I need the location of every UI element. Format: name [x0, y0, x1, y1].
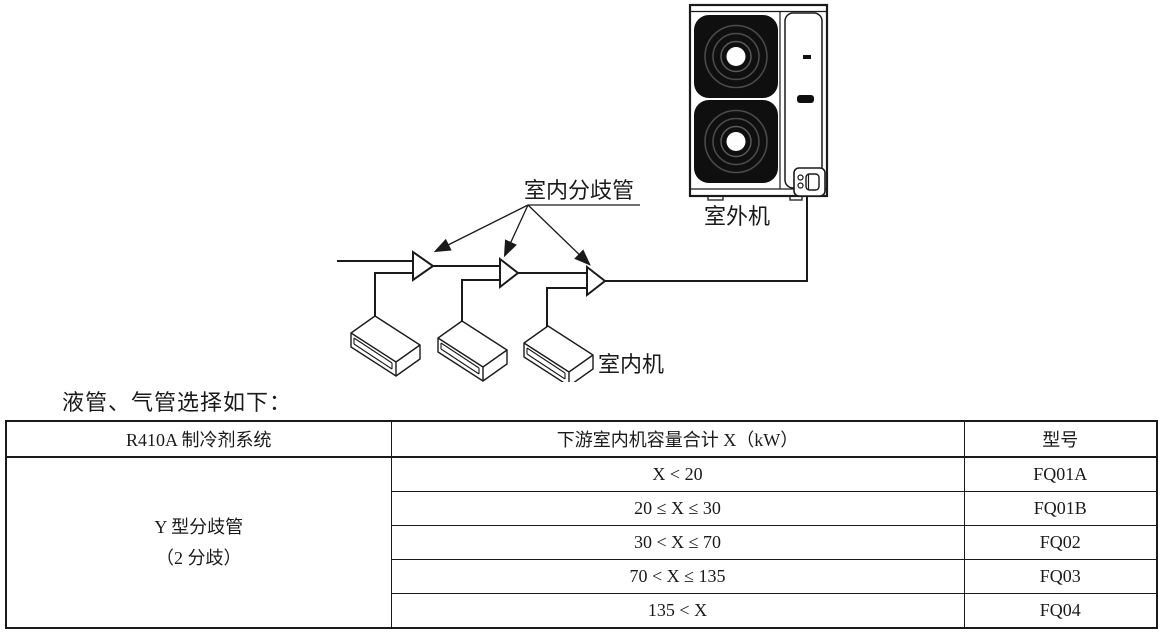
indoor-units — [350, 315, 594, 382]
pipe-lines — [337, 196, 808, 327]
indoor-unit-label: 室内机 — [598, 352, 664, 377]
model-cell: FQ04 — [963, 593, 1158, 629]
leader-arrow — [527, 204, 591, 266]
capacity-range-cell: 20 ≤ X ≤ 30 — [390, 491, 965, 526]
branch-drop-line — [461, 279, 500, 322]
leader-arrows — [433, 204, 640, 266]
branch-joint-symbol — [586, 264, 607, 298]
model-cell: FQ03 — [963, 559, 1158, 594]
branch-joint-symbol — [412, 250, 435, 282]
indoor-unit-drawing — [437, 320, 508, 382]
leader-arrow — [433, 204, 529, 253]
fan-hub — [726, 132, 746, 151]
capacity-range-cell: 30 < X ≤ 70 — [390, 525, 965, 560]
branch-joint-symbols — [412, 250, 607, 298]
valve-cover — [793, 167, 826, 197]
branch-type-line2: （2 分歧） — [156, 547, 242, 568]
indoor-unit-drawing — [523, 325, 594, 382]
table-row: Y 型分歧管 （2 分歧） X < 20 FQ01A — [5, 456, 1158, 629]
table-row: 70 < X ≤ 135 FQ03 — [6, 559, 1158, 594]
branch-drop-line — [374, 272, 413, 317]
branch-joint-symbol — [499, 256, 520, 290]
indoor-branch-label: 室内分歧管 — [524, 178, 634, 203]
vent-slot — [803, 55, 811, 59]
panel-handle — [797, 95, 814, 103]
model-cell: FQ01B — [963, 491, 1158, 526]
capacity-range-cell: 70 < X ≤ 135 — [390, 559, 965, 594]
table-row: 30 < X ≤ 70 FQ02 — [6, 525, 1158, 560]
table-header-row: R410A 制冷剂系统 下游室内机容量合计 X（kW） 型号 — [5, 420, 1158, 458]
service-panel — [784, 12, 823, 189]
branch-type-cell: Y 型分歧管 （2 分歧） — [5, 456, 392, 629]
model-cell: FQ01A — [963, 456, 1158, 492]
model-cell: FQ02 — [963, 525, 1158, 560]
fan-hub — [726, 47, 746, 66]
header-model: 型号 — [963, 420, 1158, 458]
intro-text: 液管、气管选择如下： — [62, 390, 293, 415]
outdoor-unit-drawing — [688, 3, 829, 201]
branch-type-line1: Y 型分歧管 — [154, 516, 244, 537]
table-row: 135 < X FQ04 — [6, 593, 1158, 629]
leader-arrow — [503, 204, 529, 258]
header-capacity: 下游室内机容量合计 X（kW） — [390, 420, 965, 458]
refrigerant-piping-diagram: 室内分歧管 室外机 室内机 — [337, 3, 829, 382]
header-system: R410A 制冷剂系统 — [5, 420, 392, 458]
outdoor-unit-label: 室外机 — [704, 204, 770, 229]
fan-grille-bottom — [694, 100, 778, 183]
indoor-unit-drawing — [350, 315, 421, 377]
capacity-range-cell: 135 < X — [390, 593, 965, 629]
capacity-range-cell: X < 20 — [390, 456, 965, 492]
pipe-selection-table: R410A 制冷剂系统 下游室内机容量合计 X（kW） 型号 Y 型分歧管 （2… — [5, 420, 1158, 629]
branch-drop-line — [546, 287, 587, 327]
outdoor-pipe-line — [605, 196, 808, 282]
fan-grille-top — [694, 15, 778, 98]
